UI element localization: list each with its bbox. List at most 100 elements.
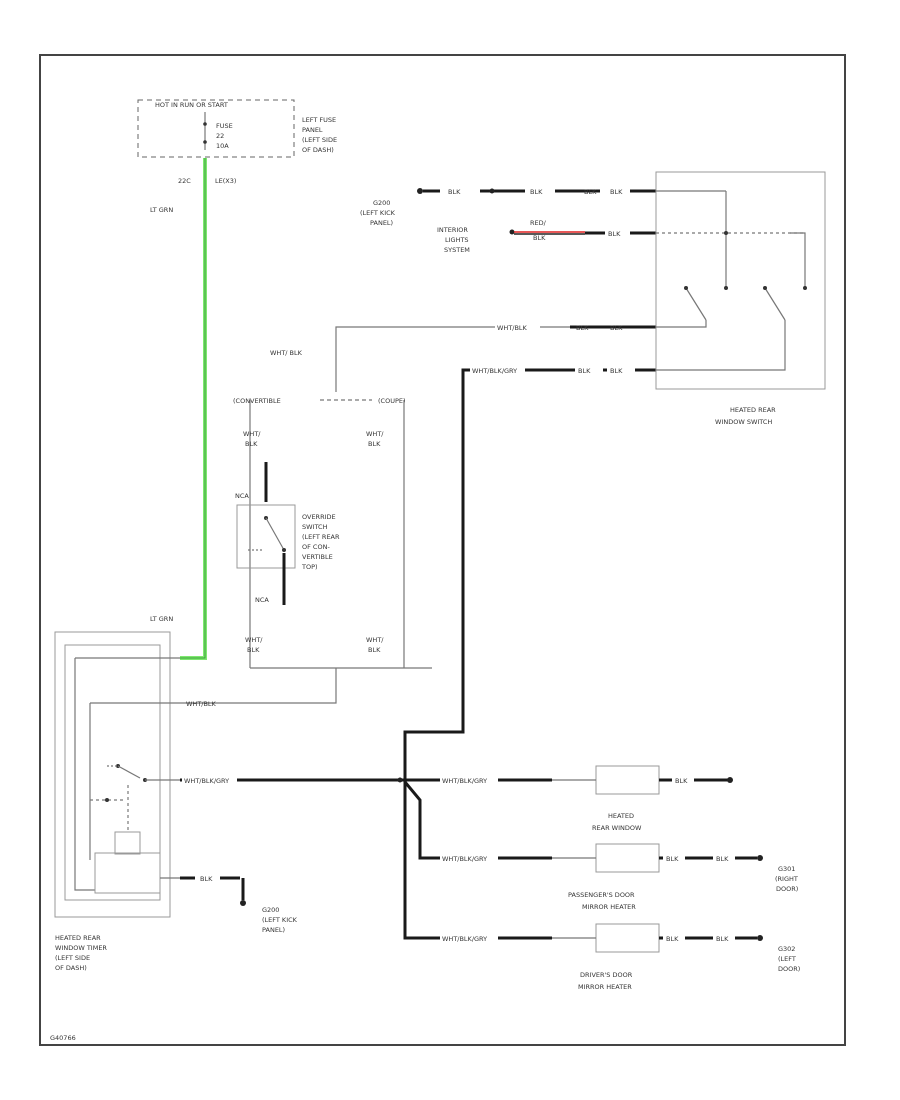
fuse-location-3: (LEFT SIDE <box>302 136 337 144</box>
svg-text:OF CON-: OF CON- <box>302 543 330 551</box>
fuse-name: FUSE <box>216 122 233 130</box>
fuse-pin-label: 22C <box>178 177 191 185</box>
fuse-connector-label: LE(X3) <box>215 177 236 185</box>
svg-text:BLK: BLK <box>578 367 591 375</box>
svg-text:DOOR): DOOR) <box>776 885 798 893</box>
main-trunk-wire: WHT/BLK/GRY BLK BLK <box>403 365 656 940</box>
svg-text:HEATED REAR: HEATED REAR <box>730 406 776 414</box>
svg-text:BLK: BLK <box>716 935 729 943</box>
svg-text:BLK: BLK <box>576 324 589 332</box>
fuse-number: 22 <box>216 132 224 140</box>
fuse-amperage: 10A <box>216 142 229 150</box>
svg-text:(CONVERTIBLE: (CONVERTIBLE <box>233 397 281 405</box>
switch-ground-wire: BLK BLK BLK BLK <box>423 187 656 196</box>
heated-rear-window-switch: HEATED REAR WINDOW SWITCH <box>655 171 826 426</box>
fuse-panel: HOT IN RUN OR START FUSE 22 10A LEFT FUS… <box>137 99 337 158</box>
svg-text:(LEFT REAR: (LEFT REAR <box>302 533 340 541</box>
svg-text:INTERIOR: INTERIOR <box>437 226 468 234</box>
svg-text:OF DASH): OF DASH) <box>55 964 87 972</box>
svg-text:DRIVER'S DOOR: DRIVER'S DOOR <box>580 971 633 979</box>
svg-text:WHT/BLK/GRY: WHT/BLK/GRY <box>472 367 517 375</box>
svg-text:(LEFT KICK: (LEFT KICK <box>262 916 298 924</box>
convertible-coupe-connectors: (CONVERTIBLE (COUPE) <box>230 396 432 668</box>
svg-text:G200: G200 <box>262 906 279 914</box>
svg-text:G302: G302 <box>778 945 795 953</box>
whtblk-row-wire: WHT/BLK BLK BLK <box>335 323 656 392</box>
svg-text:BLK: BLK <box>584 188 597 196</box>
timer-output-wire: WHT/BLK/GRY <box>180 776 552 860</box>
svg-text:PANEL): PANEL) <box>262 926 285 934</box>
svg-text:G200: G200 <box>373 199 390 207</box>
svg-text:(COUPE): (COUPE) <box>378 397 406 405</box>
svg-text:BLK: BLK <box>245 440 258 448</box>
svg-text:SYSTEM: SYSTEM <box>444 246 470 254</box>
load-passenger-mirror: WHT/BLK/GRY BLK BLK PASSENGER'S DOOR MIR… <box>440 843 798 911</box>
svg-text:WINDOW TIMER: WINDOW TIMER <box>55 944 107 952</box>
override-switch: WHT/ BLK WHT/ BLK NCA NCA OVERRIDE SWITC… <box>180 430 432 704</box>
lt-grn-label-top: LT GRN <box>150 206 173 214</box>
svg-text:WHT/BLK: WHT/BLK <box>497 324 528 332</box>
svg-text:BLK: BLK <box>675 777 688 785</box>
svg-text:VERTIBLE: VERTIBLE <box>302 553 333 561</box>
svg-text:WHT/: WHT/ <box>243 430 261 438</box>
svg-text:BLK: BLK <box>368 646 381 654</box>
svg-text:BLK: BLK <box>608 230 621 238</box>
svg-text:BLK: BLK <box>716 855 729 863</box>
svg-text:BLK: BLK <box>200 875 213 883</box>
svg-text:BLK: BLK <box>530 188 543 196</box>
svg-text:LIGHTS: LIGHTS <box>445 236 469 244</box>
svg-text:(LEFT SIDE: (LEFT SIDE <box>55 954 90 962</box>
svg-text:(LEFT KICK: (LEFT KICK <box>360 209 396 217</box>
svg-text:RED/: RED/ <box>530 219 547 227</box>
lt-grn-label-bottom: LT GRN <box>150 615 173 623</box>
load-heated-rear-window: WHT/BLK/GRY BLK HEATED REAR WINDOW <box>440 765 733 832</box>
svg-text:WHT/BLK/GRY: WHT/BLK/GRY <box>184 777 229 785</box>
svg-text:BLK: BLK <box>610 188 623 196</box>
svg-text:WHT/BLK/GRY: WHT/BLK/GRY <box>442 855 487 863</box>
fuse-location-2: PANEL <box>302 126 323 134</box>
interior-lights-label: INTERIOR LIGHTS SYSTEM <box>437 226 470 254</box>
svg-text:BLK: BLK <box>610 367 623 375</box>
heated-rear-window-timer: HEATED REAR WINDOW TIMER (LEFT SIDE OF D… <box>54 631 180 972</box>
svg-text:REAR WINDOW: REAR WINDOW <box>592 824 642 832</box>
svg-text:WINDOW SWITCH: WINDOW SWITCH <box>715 418 772 426</box>
svg-text:BLK: BLK <box>666 935 679 943</box>
svg-text:WHT/: WHT/ <box>245 636 263 644</box>
svg-text:MIRROR HEATER: MIRROR HEATER <box>578 983 632 991</box>
svg-text:(LEFT: (LEFT <box>778 955 796 963</box>
svg-text:WHT/: WHT/ <box>366 636 384 644</box>
figure-id: G40766 <box>50 1034 76 1042</box>
diagram-frame <box>39 54 846 1046</box>
svg-text:PASSENGER'S DOOR: PASSENGER'S DOOR <box>568 891 635 899</box>
svg-text:WHT/BLK/GRY: WHT/BLK/GRY <box>442 935 487 943</box>
fuse-hot-header: HOT IN RUN OR START <box>155 101 228 109</box>
svg-text:HEATED: HEATED <box>608 812 634 820</box>
fuse-location-4: OF DASH) <box>302 146 334 154</box>
svg-text:PANEL): PANEL) <box>370 219 393 227</box>
svg-text:HEATED REAR: HEATED REAR <box>55 934 101 942</box>
svg-text:WHT/BLK/GRY: WHT/BLK/GRY <box>442 777 487 785</box>
g200-ground-top: G200 (LEFT KICK PANEL) <box>360 188 423 227</box>
timer-upper-wire-label: WHT/BLK <box>186 700 217 708</box>
svg-text:NCA: NCA <box>235 492 249 500</box>
svg-text:WHT/: WHT/ <box>366 430 384 438</box>
load-driver-mirror: WHT/BLK/GRY BLK BLK DRIVER'S DOOR MIRROR… <box>440 923 800 991</box>
svg-text:G301: G301 <box>778 865 795 873</box>
interior-lights-wire: RED/ BLK BLK <box>509 219 656 242</box>
svg-text:NCA: NCA <box>255 596 269 604</box>
svg-text:TOP): TOP) <box>301 563 318 571</box>
svg-text:SWITCH: SWITCH <box>302 523 328 531</box>
svg-text:DOOR): DOOR) <box>778 965 800 973</box>
svg-text:MIRROR HEATER: MIRROR HEATER <box>582 903 636 911</box>
svg-text:(RIGHT: (RIGHT <box>775 875 798 883</box>
svg-text:BLK: BLK <box>666 855 679 863</box>
whtblk-left-label: WHT/ BLK <box>270 349 303 357</box>
fuse-location-1: LEFT FUSE <box>302 116 336 124</box>
timer-ground: BLK G200 (LEFT KICK PANEL) <box>180 874 298 934</box>
lt-grn-wire <box>180 158 207 660</box>
svg-text:BLK: BLK <box>533 234 546 242</box>
svg-text:BLK: BLK <box>448 188 461 196</box>
svg-text:BLK: BLK <box>368 440 381 448</box>
svg-text:BLK: BLK <box>247 646 260 654</box>
